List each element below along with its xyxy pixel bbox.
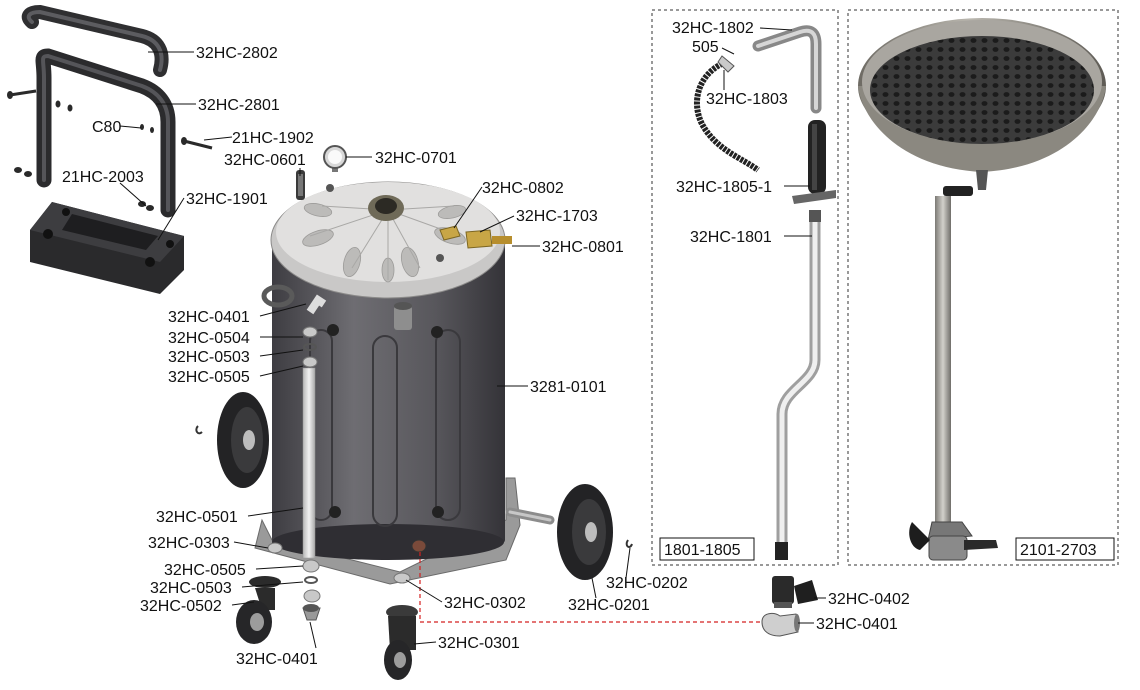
label-32hc-0401-bottom: 32HC-0401 bbox=[236, 651, 318, 668]
coupler-0402 bbox=[772, 576, 818, 608]
label-32hc-0201: 32HC-0201 bbox=[568, 597, 650, 614]
red-dashed-connector bbox=[419, 552, 762, 623]
trolley-frame bbox=[254, 477, 555, 585]
label-21hc-2003: 21HC-2003 bbox=[62, 169, 144, 186]
label-32hc-0402: 32HC-0402 bbox=[828, 591, 910, 608]
group-box-1801-1805 bbox=[651, 9, 839, 566]
label-21hc-1902: 21HC-1902 bbox=[232, 130, 314, 147]
handle-base-1901 bbox=[30, 202, 184, 294]
gauge-0701 bbox=[323, 145, 347, 172]
label-32hc-0503-bottom: 32HC-0503 bbox=[150, 580, 232, 597]
group-label-1801-1805: 1801-1805 bbox=[664, 542, 741, 559]
group-label-2101-2703: 2101-2703 bbox=[1020, 542, 1097, 559]
label-32hc-0301: 32HC-0301 bbox=[438, 635, 520, 652]
label-32hc-0802: 32HC-0802 bbox=[482, 180, 564, 197]
label-32hc-0501: 32HC-0501 bbox=[156, 509, 238, 526]
label-32hc-0202: 32HC-0202 bbox=[606, 575, 688, 592]
elbow-0401 bbox=[761, 613, 800, 637]
label-3281-0101: 3281-0101 bbox=[530, 379, 607, 396]
label-32hc-0601: 32HC-0601 bbox=[224, 152, 306, 169]
flex-hose-1803 bbox=[693, 55, 760, 173]
label-32hc-1803: 32HC-1803 bbox=[706, 91, 788, 108]
group-label-box-1 bbox=[659, 537, 755, 561]
tank-3281-0101 bbox=[261, 181, 506, 560]
label-32hc-0502: 32HC-0502 bbox=[140, 598, 222, 615]
label-32hc-1805-1: 32HC-1805-1 bbox=[676, 179, 772, 196]
label-32hc-0302: 32HC-0302 bbox=[444, 595, 526, 612]
handle-hardware bbox=[7, 89, 213, 211]
bottom-fitting-0401 bbox=[302, 604, 321, 621]
drain-pan-assembly bbox=[858, 18, 1106, 561]
label-32hc-0303: 32HC-0303 bbox=[148, 535, 230, 552]
label-32hc-0701: 32HC-0701 bbox=[375, 150, 457, 167]
caster-0301 bbox=[384, 605, 418, 680]
label-32hc-0504: 32HC-0504 bbox=[168, 330, 250, 347]
leader-lines bbox=[119, 27, 826, 649]
clip-left bbox=[195, 425, 203, 435]
sight-tube-0501 bbox=[302, 326, 321, 603]
handle-2802 bbox=[21, 4, 169, 77]
label-32hc-2802: 32HC-2802 bbox=[196, 45, 278, 62]
group-label-box-2 bbox=[1015, 537, 1115, 561]
handle-2801 bbox=[35, 48, 176, 218]
left-rear-wheel bbox=[217, 392, 269, 488]
drain-port bbox=[411, 539, 427, 553]
label-32hc-2801: 32HC-2801 bbox=[198, 97, 280, 114]
label-32hc-0801: 32HC-0801 bbox=[542, 239, 624, 256]
group-box-2101-2703 bbox=[847, 9, 1119, 566]
label-32hc-1901: 32HC-1901 bbox=[186, 191, 268, 208]
suction-tube-1801 bbox=[775, 210, 821, 560]
label-32hc-0505-top: 32HC-0505 bbox=[168, 369, 250, 386]
valve-0601 bbox=[296, 170, 305, 200]
label-32hc-0505-bottom: 32HC-0505 bbox=[164, 562, 246, 579]
bent-pipe-1802 bbox=[752, 25, 822, 114]
label-32hc-1703: 32HC-1703 bbox=[516, 208, 598, 225]
label-c80: C80 bbox=[92, 119, 121, 136]
brass-fittings bbox=[439, 225, 512, 249]
label-32hc-1801: 32HC-1801 bbox=[690, 229, 772, 246]
label-32hc-1802: 32HC-1802 bbox=[672, 20, 754, 37]
label-505: 505 bbox=[692, 39, 719, 56]
clip-0202 bbox=[625, 539, 633, 548]
label-32hc-0503-top: 32HC-0503 bbox=[168, 349, 250, 366]
label-32hc-0401-top: 32HC-0401 bbox=[168, 309, 250, 326]
handle-grip-1805 bbox=[792, 120, 836, 204]
right-rear-wheel bbox=[557, 484, 613, 580]
bolt-0303 bbox=[267, 542, 283, 554]
caster-0502 bbox=[236, 576, 281, 644]
label-32hc-0401-right: 32HC-0401 bbox=[816, 616, 898, 633]
